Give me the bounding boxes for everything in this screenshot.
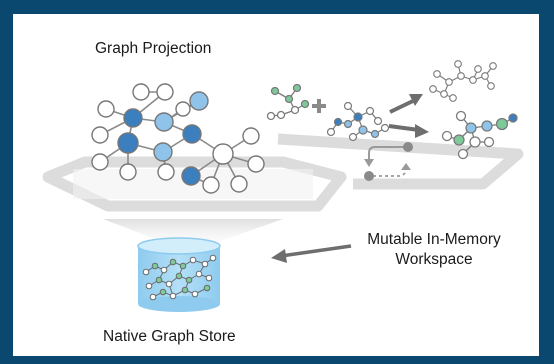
graph-node	[97, 100, 115, 118]
projection-beam	[103, 219, 283, 242]
diagram-panel: Graph Projection Mutable In-Memory Works…	[13, 14, 539, 356]
workspace-label-line1: Mutable In-Memory	[367, 231, 501, 248]
arrow-icon	[389, 94, 423, 114]
graph-node	[182, 124, 202, 144]
input-graph-blue	[326, 101, 390, 142]
graph-projection-label: Graph Projection	[95, 40, 212, 57]
arrow-icon	[388, 124, 429, 138]
graph-node	[153, 142, 173, 162]
store-graph	[142, 254, 217, 301]
graph-node	[242, 127, 260, 145]
graph-node	[119, 163, 137, 181]
output-graph-bottom	[441, 110, 518, 160]
native-graph-store-label: Native Graph Store	[103, 328, 236, 345]
graph-node	[175, 101, 191, 117]
graph-node	[202, 176, 220, 194]
graph-node	[91, 153, 109, 171]
workspace-label: Mutable In-Memory Workspace	[349, 230, 519, 270]
graph-node	[189, 91, 209, 111]
graph-node	[230, 175, 248, 193]
graph-node	[181, 166, 201, 186]
arrow-icon	[271, 244, 352, 263]
graph-node	[123, 108, 143, 128]
graph-node	[117, 132, 139, 154]
workspace-label-line2: Workspace	[395, 251, 473, 268]
graph-node	[212, 143, 234, 165]
input-graph-small	[266, 83, 310, 121]
mutation-loop	[364, 142, 413, 181]
diagram-canvas	[42, 60, 524, 312]
graph-node	[91, 126, 109, 144]
graph-node	[157, 163, 175, 181]
graph-node	[247, 155, 265, 173]
projection-graph-nodes	[91, 83, 265, 194]
graph-node	[154, 112, 174, 132]
graph-node	[156, 83, 174, 101]
output-graph-top	[429, 60, 497, 102]
plus-icon	[312, 99, 326, 113]
graph-node	[132, 83, 150, 101]
